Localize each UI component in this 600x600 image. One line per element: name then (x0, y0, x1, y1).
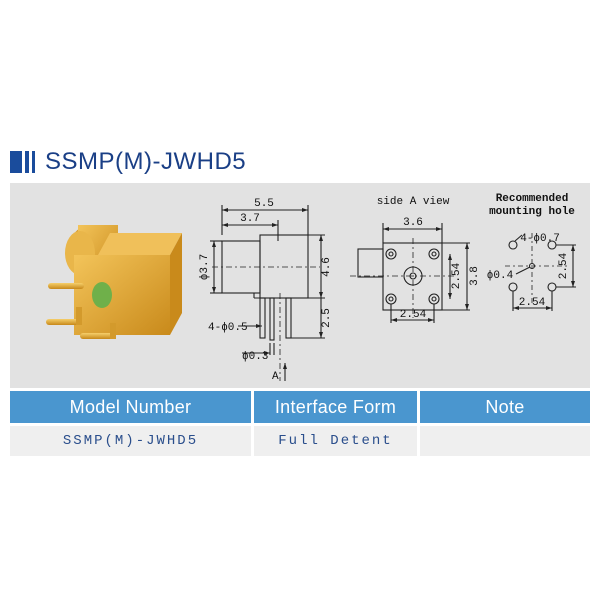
hole-label: 4-ϕ0.7 (520, 233, 560, 245)
header-interface-form: Interface Form (254, 391, 417, 423)
side-view-drawing (210, 205, 325, 381)
mounting-hole-drawing (505, 233, 576, 311)
technical-drawing: 5.5 3.7 ϕ3.7 4.6 2.5 4-ϕ0.5 ϕ0.3 A side … (46, 193, 576, 383)
dim-side-height: 4.6 (321, 257, 333, 277)
cell-interface-form: Full Detent (254, 426, 417, 456)
dim-side-dia-body: ϕ3.7 (199, 254, 211, 280)
table-header-row: Model Number Interface Form Note (10, 391, 590, 423)
mounting-hole-caption-2: mounting hole (489, 206, 575, 218)
table-row: SSMP(M)-JWHD5 Full Detent (10, 426, 590, 456)
dim-side-a-pitch-v: 2.54 (451, 262, 463, 289)
pin-label: 4-ϕ0.5 (208, 322, 248, 334)
side-a-view-caption: side A view (377, 196, 450, 208)
header-bars-icon (10, 151, 35, 173)
header-model-number: Model Number (10, 391, 251, 423)
cell-model-number: SSMP(M)-JWHD5 (10, 426, 251, 456)
dim-side-width-body: 3.7 (240, 213, 260, 225)
view-marker-label: A (272, 371, 279, 383)
page-title: SSMP(M)-JWHD5 (45, 148, 247, 175)
side-a-view-drawing (350, 223, 470, 323)
mounting-hole-caption-1: Recommended (496, 193, 569, 205)
cell-note (420, 426, 590, 456)
dim-hole-pitch-v: 2.54 (558, 252, 570, 279)
dim-hole-pitch-h: 2.54 (519, 297, 546, 309)
pin-dia-label: ϕ0.3 (242, 351, 268, 363)
section-header: SSMP(M)-JWHD5 (10, 148, 246, 176)
dim-side-width-total: 5.5 (254, 198, 274, 210)
center-hole-label: ϕ0.4 (487, 270, 514, 282)
connector-image (46, 225, 182, 339)
spec-table: Model Number Interface Form Note SSMP(M)… (10, 391, 590, 456)
drawing-panel: 5.5 3.7 ϕ3.7 4.6 2.5 4-ϕ0.5 ϕ0.3 A side … (10, 183, 590, 388)
dim-side-a-height: 3.8 (469, 266, 481, 286)
dim-side-a-pitch-h: 2.54 (400, 309, 427, 321)
dim-side-a-width: 3.6 (403, 217, 423, 229)
dim-side-pin-length: 2.5 (321, 308, 333, 328)
header-note: Note (420, 391, 590, 423)
